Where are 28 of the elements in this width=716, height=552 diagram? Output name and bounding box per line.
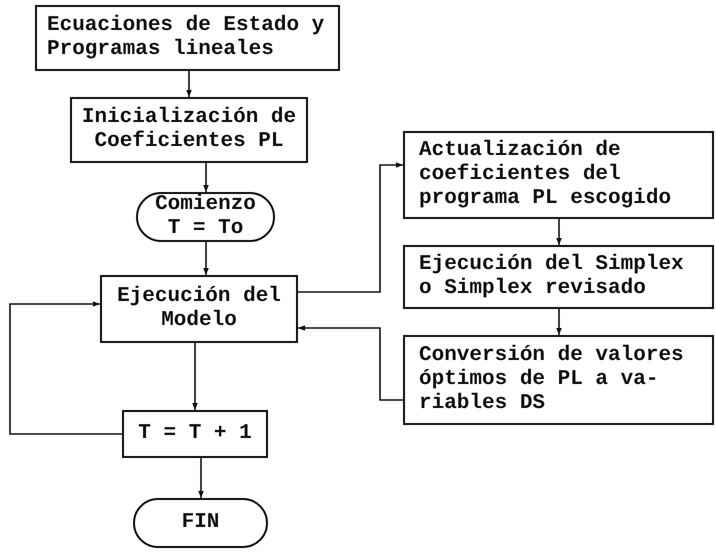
process-box: [403, 335, 714, 425]
node-label: Ejecución del Modelo: [116, 284, 282, 334]
process-box: [403, 245, 714, 309]
node-label: Ecuaciones de Estado y Programas lineales: [47, 14, 326, 62]
node-label: Conversión de valores óptimos de PL a va- riables DS: [419, 344, 685, 416]
arrow: [556, 309, 562, 335]
node-label: Comienzo T = To: [154, 192, 257, 242]
process-box: [100, 275, 298, 343]
process-box: [35, 5, 340, 71]
node-label: T = T + 1: [137, 422, 253, 446]
process-box: [122, 410, 268, 458]
arrow: [298, 325, 403, 401]
terminal-shape: [136, 192, 275, 242]
node-label: Actualización de coeficientes del programa PL escogido: [419, 138, 672, 212]
arrow: [186, 71, 192, 97]
arrow: [298, 162, 403, 293]
arrow: [192, 343, 198, 410]
node-label: FIN: [180, 510, 220, 536]
arrow: [198, 458, 204, 498]
node-label: Inicialización de Coeficientes PL: [80, 106, 298, 154]
arrow: [556, 219, 562, 245]
node-label: Ejecución del Simplex o Simplex revisado: [419, 252, 685, 302]
terminal-shape: [133, 498, 268, 548]
process-box: [70, 97, 308, 163]
arrow: [9, 301, 122, 435]
arrow: [203, 163, 209, 192]
process-box: [403, 131, 714, 219]
arrow: [203, 242, 209, 275]
